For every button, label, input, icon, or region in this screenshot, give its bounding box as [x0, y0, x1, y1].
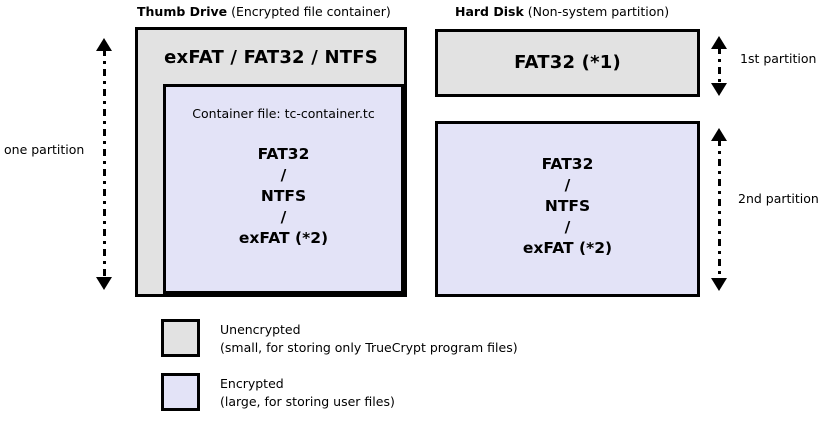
legend-encrypted-detail: (large, for storing user files) [220, 394, 395, 409]
first-partition-label: 1st partition [740, 51, 817, 66]
arrow-head-down-icon [96, 277, 112, 290]
container-fs-line-1: FAT32 [257, 145, 310, 163]
one-partition-span-arrow [96, 38, 113, 290]
thumb-drive-caption: Thumb Drive (Encrypted file container) [137, 4, 391, 20]
hard-disk-partition1-label: FAT32 (*1) [514, 52, 621, 73]
second-partition-span-arrow [711, 128, 728, 291]
legend-unencrypted-text: Unencrypted (small, for storing only Tru… [220, 321, 518, 357]
arrow-shaft [103, 49, 106, 279]
container-fs-line-3: exFAT (*2) [238, 229, 329, 247]
thumb-drive-container-filesystem-stack: FAT32 / NTFS / exFAT (*2) [166, 144, 401, 249]
container-file-label: Container file: tc-container.tc [192, 106, 375, 121]
arrow-shaft [718, 139, 721, 280]
legend-encrypted-text: Encrypted (large, for storing user files… [220, 375, 395, 411]
arrow-head-down-icon [711, 83, 727, 96]
arrow-head-up-icon [96, 38, 112, 51]
thumb-drive-container-box: Container file: tc-container.tc FAT32 / … [163, 84, 404, 294]
thumb-drive-caption-bold: Thumb Drive [137, 4, 228, 19]
partition2-fs-separator-2: / [564, 218, 571, 236]
container-fs-separator-2: / [280, 208, 287, 226]
legend-encrypted-swatch [161, 373, 200, 411]
one-partition-label: one partition [4, 142, 85, 157]
hard-disk-partition1-box: FAT32 (*1) [435, 29, 700, 97]
arrow-head-up-icon [711, 128, 727, 141]
partition2-fs-line-3: exFAT (*2) [522, 239, 613, 257]
hard-disk-caption-sub: (Non-system partition) [523, 4, 670, 19]
second-partition-label: 2nd partition [738, 191, 819, 206]
container-fs-line-2: NTFS [260, 187, 307, 205]
arrow-head-down-icon [711, 278, 727, 291]
legend-unencrypted-title: Unencrypted [220, 322, 301, 337]
thumb-drive-caption-sub: (Encrypted file container) [227, 4, 391, 19]
partition2-fs-separator-1: / [564, 176, 571, 194]
partition2-fs-line-2: NTFS [544, 197, 591, 215]
arrow-shaft [718, 47, 721, 85]
thumb-drive-filesystem-label: exFAT / FAT32 / NTFS [164, 47, 378, 68]
arrow-head-up-icon [711, 36, 727, 49]
hard-disk-caption: Hard Disk (Non-system partition) [455, 4, 669, 20]
hard-disk-partition2-filesystem-stack: FAT32 / NTFS / exFAT (*2) [438, 154, 697, 259]
hard-disk-partition2-box: FAT32 / NTFS / exFAT (*2) [435, 121, 700, 297]
container-fs-separator-1: / [280, 166, 287, 184]
legend-encrypted-title: Encrypted [220, 376, 284, 391]
legend-unencrypted-detail: (small, for storing only TrueCrypt progr… [220, 340, 518, 355]
hard-disk-caption-bold: Hard Disk [455, 4, 524, 19]
legend-unencrypted-swatch [161, 319, 200, 357]
thumb-drive-outer-box: exFAT / FAT32 / NTFS Container file: tc-… [135, 27, 407, 297]
partition2-fs-line-1: FAT32 [541, 155, 594, 173]
first-partition-span-arrow [711, 36, 728, 96]
